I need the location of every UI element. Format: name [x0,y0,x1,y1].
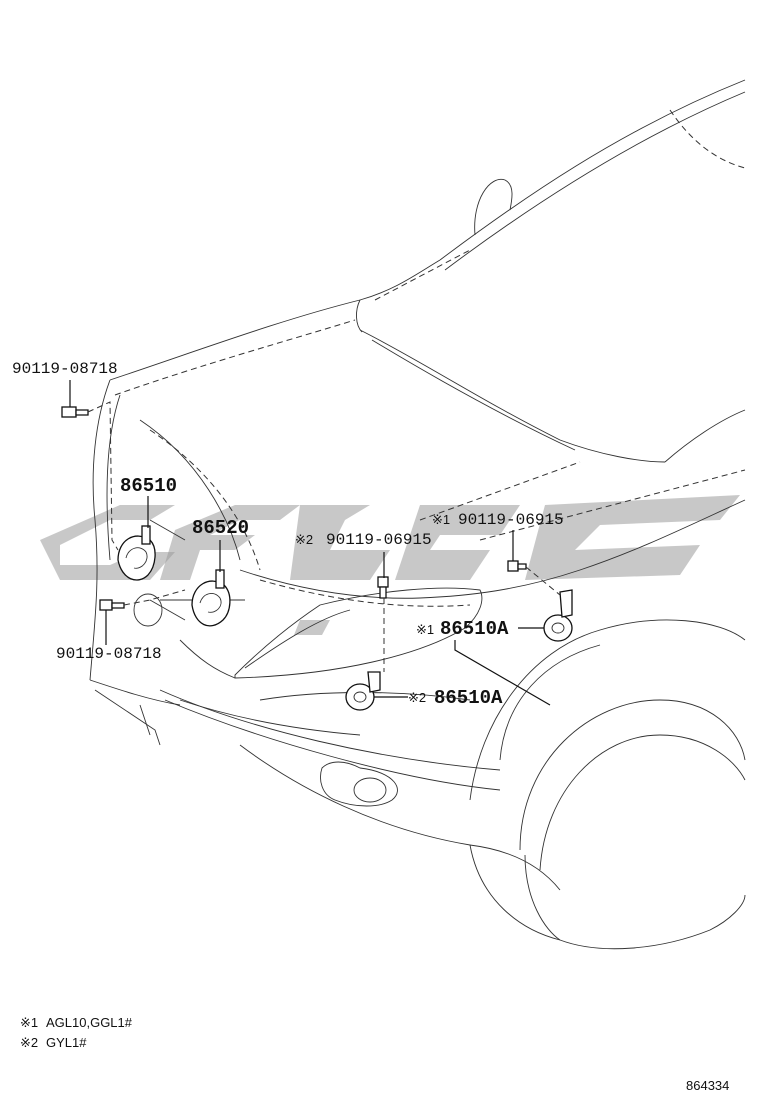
label-horn-a-right-mark: ※1 [416,622,434,637]
label-bolt-lower-left: 90119-08718 [56,645,162,663]
diagram-id: 864334 [686,1078,729,1093]
horn-86520-part [191,569,231,627]
label-horn-86520: 86520 [192,517,249,539]
horn-86510a-right-part [543,589,573,642]
car-body-outline [89,79,746,950]
horn-86510a-low-part [345,671,381,711]
footnote-1-text: AGL10,GGL1# [46,1015,133,1030]
label-bolt-mid: 90119-06915 [326,531,432,549]
bolt-right-part [507,560,527,572]
label-bolt-right: 90119-06915 [458,511,564,529]
label-bolt-mid-mark: ※2 [295,532,313,547]
label-bolt-right-mark: ※1 [432,512,450,527]
bolt-mid-part [377,576,389,599]
footnote-2-text: GYL1# [46,1035,87,1050]
leader-lines [69,380,561,706]
label-horn-a-right: 86510A [440,618,509,640]
bolt-lower-left-part [99,599,125,611]
footnote-2-mark: ※2 [20,1035,38,1050]
label-bolt-upper-left: 90119-08718 [12,360,118,378]
footnotes: ※1 AGL10,GGL1# ※2 GYL1# [20,1015,133,1050]
bolt-upper-left-part [61,406,89,418]
label-horn-86510: 86510 [120,475,177,497]
label-horn-a-low: 86510A [434,687,503,709]
label-horn-a-low-mark: ※2 [408,690,426,705]
watermark-logo [40,495,740,635]
horn-86510-part [117,525,156,581]
footnote-1-mark: ※1 [20,1015,38,1030]
